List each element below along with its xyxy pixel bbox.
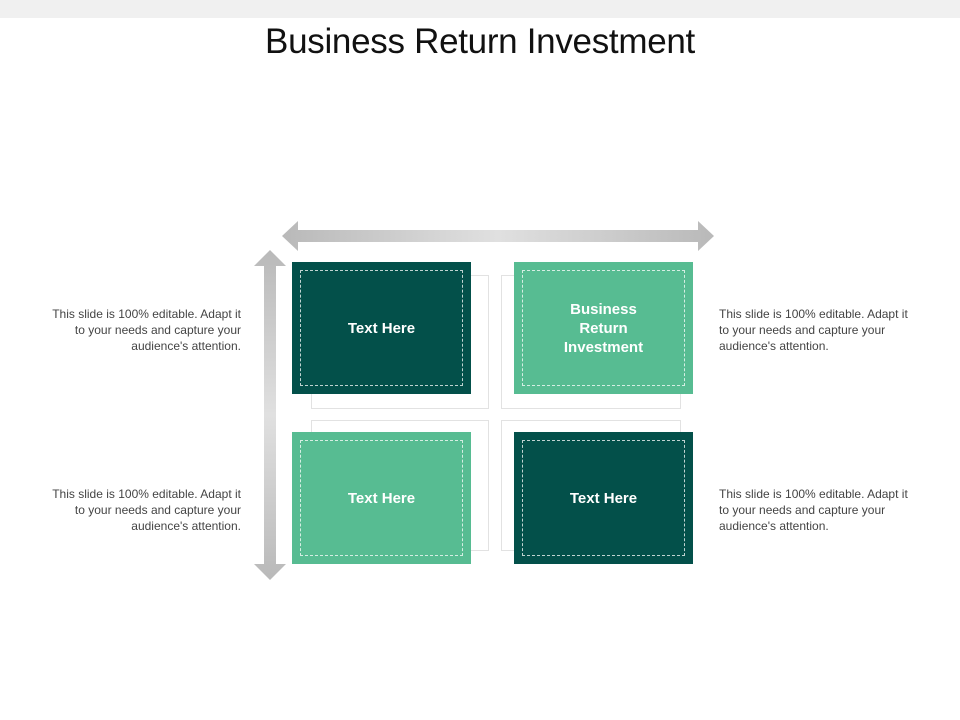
dashed-border: [522, 440, 685, 556]
quadrant-label: Business Return Investment: [563, 300, 644, 356]
quadrant-label: Text Here: [347, 489, 416, 507]
quadrant-top-right[interactable]: Business Return Investment: [514, 262, 693, 394]
description-top-right: This slide is 100% editable. Adapt it to…: [719, 307, 908, 353]
description-bottom-right: This slide is 100% editable. Adapt it to…: [719, 487, 908, 533]
quadrant-bottom-left[interactable]: Text Here: [292, 432, 471, 564]
description-bottom-left: This slide is 100% editable. Adapt it to…: [52, 487, 241, 533]
slide-title: Business Return Investment: [265, 22, 695, 61]
vertical-double-arrow: [254, 250, 286, 580]
description-top-left: This slide is 100% editable. Adapt it to…: [52, 307, 241, 353]
quadrant-top-left[interactable]: Text Here: [292, 262, 471, 394]
dashed-border: [300, 440, 463, 556]
dashed-border: [522, 270, 685, 386]
quadrant-label: Text Here: [347, 319, 416, 337]
dashed-border: [300, 270, 463, 386]
top-bar: [0, 0, 960, 18]
horizontal-double-arrow: [282, 221, 714, 251]
quadrant-label: Text Here: [569, 489, 638, 507]
quadrant-bottom-right[interactable]: Text Here: [514, 432, 693, 564]
